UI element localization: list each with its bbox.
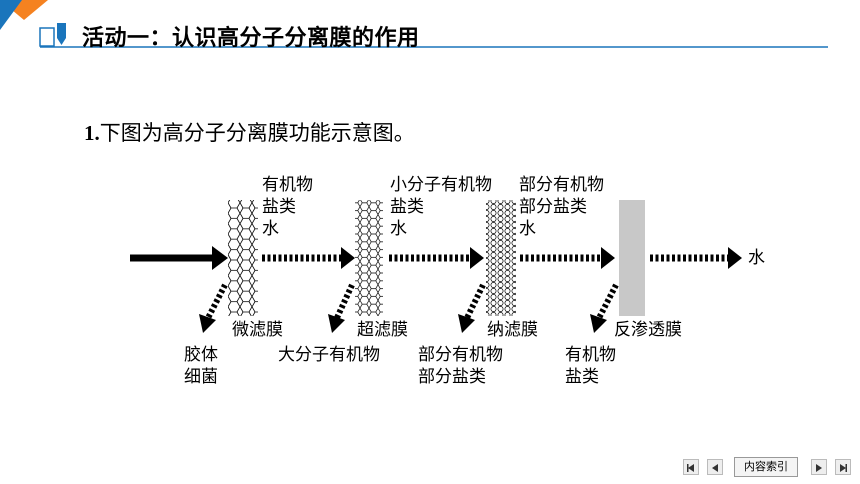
stage2-membrane-label: 超滤膜 <box>357 320 408 340</box>
stage3-pass-item: 水 <box>519 219 536 239</box>
flow-arrow-2-head <box>470 247 484 269</box>
last-page-button[interactable] <box>835 459 851 475</box>
stage4-retained: 有机物 盐类 <box>565 344 616 388</box>
stage3-passes: 部分有机物 部分盐类 水 <box>519 174 604 240</box>
stage2-pass-item: 水 <box>390 219 407 239</box>
stage3-pass-item: 部分有机物 <box>519 175 604 195</box>
ultrafiltration-membrane <box>355 200 383 316</box>
microfiltration-membrane <box>228 200 258 316</box>
content-index-button[interactable]: 内容索引 <box>734 457 798 477</box>
stage2-pass-item: 小分子有机物 <box>390 175 492 195</box>
stage3-pass-item: 部分盐类 <box>519 197 587 217</box>
bracket-icon <box>39 27 55 47</box>
stage3-retained: 部分有机物 部分盐类 <box>418 344 503 388</box>
next-page-icon <box>816 464 822 472</box>
question-number: 1. <box>84 121 100 145</box>
stage1-passes: 有机物 盐类 水 <box>262 174 313 240</box>
next-page-button[interactable] <box>811 459 827 475</box>
first-page-icon <box>687 464 694 472</box>
stage2-passes: 小分子有机物 盐类 水 <box>390 174 492 240</box>
nanofiltration-membrane <box>486 200 516 316</box>
stage4-membrane-label: 反渗透膜 <box>614 320 682 340</box>
input-arrow-head <box>212 246 228 270</box>
header-bar <box>39 23 828 48</box>
flow-arrow-1-head <box>341 247 355 269</box>
stage1-pass-item: 有机物 <box>262 175 313 195</box>
stage3-membrane-label: 纳滤膜 <box>487 320 538 340</box>
stage1-pass-item: 水 <box>262 219 279 239</box>
first-page-button[interactable] <box>683 459 699 475</box>
output-water-label: 水 <box>748 248 765 268</box>
stage3-retained-item: 部分有机物 <box>418 345 503 365</box>
question-body: 下图为高分子分离膜功能示意图。 <box>99 121 415 145</box>
retained-arrow-3 <box>463 283 486 322</box>
retained-arrow-4-head <box>590 314 607 333</box>
stage1-retained-item: 细菌 <box>184 367 218 387</box>
page-title: 活动一：认识高分子分离膜的作用 <box>82 26 420 51</box>
stage2-retained-item: 大分子有机物 <box>278 345 380 365</box>
stage1-pass-item: 盐类 <box>262 197 296 217</box>
stage1-membrane-label: 微滤膜 <box>232 320 283 340</box>
retained-arrow-3-head <box>458 314 475 333</box>
retained-arrow-4 <box>595 283 619 322</box>
stage2-pass-item: 盐类 <box>390 197 424 217</box>
corner-blue-shape <box>0 0 22 30</box>
flow-arrow-4-head <box>728 247 742 269</box>
prev-page-icon <box>712 464 718 472</box>
stage1-retained: 胶体 细菌 <box>184 344 218 388</box>
stage2-retained: 大分子有机物 <box>278 344 380 366</box>
reverse-osmosis-membrane <box>619 200 645 316</box>
retained-arrow-2-head <box>328 314 345 333</box>
stage3-retained-item: 部分盐类 <box>418 367 486 387</box>
corner-decoration <box>0 0 48 30</box>
question-text: 1.下图为高分子分离膜功能示意图。 <box>84 117 415 147</box>
retained-arrow-1-head <box>199 314 216 333</box>
flow-arrow-3-head <box>601 247 615 269</box>
retained-arrow-1 <box>204 283 228 322</box>
stage4-retained-item: 有机物 <box>565 345 616 365</box>
retained-arrow-2 <box>333 283 355 322</box>
last-page-icon <box>840 464 847 472</box>
prev-page-button[interactable] <box>707 459 723 475</box>
stage1-retained-item: 胶体 <box>184 345 218 365</box>
bookmark-icon <box>57 23 66 45</box>
stage4-retained-item: 盐类 <box>565 367 599 387</box>
